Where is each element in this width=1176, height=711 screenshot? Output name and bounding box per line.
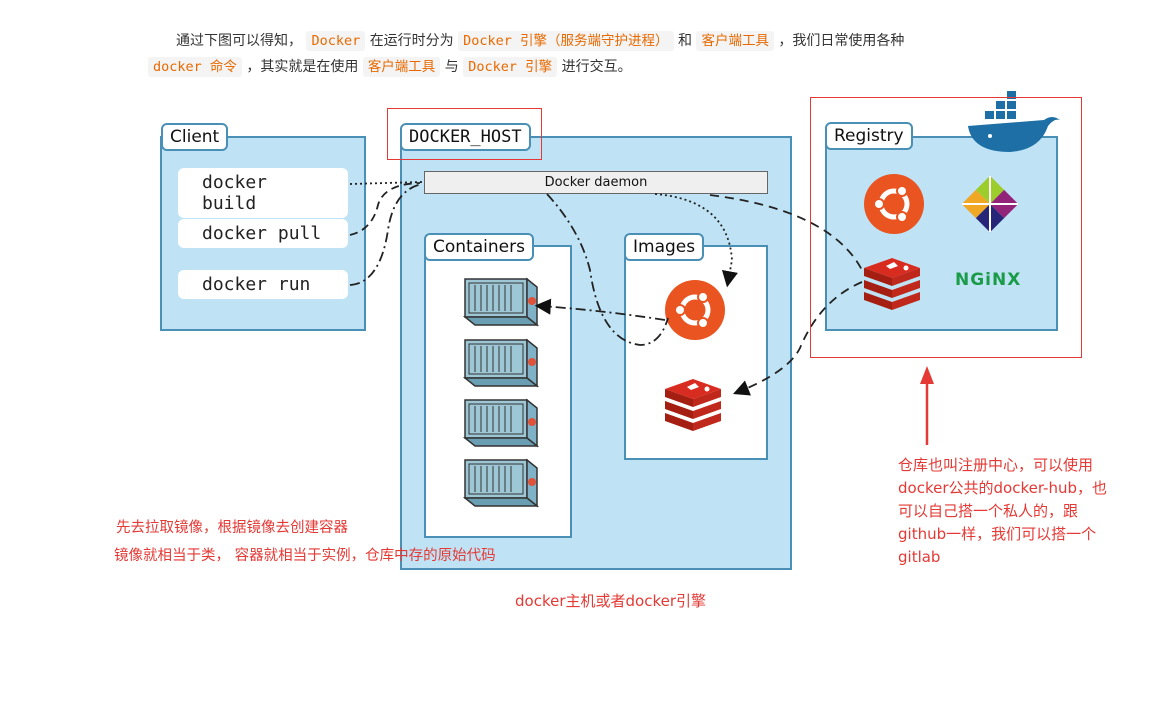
intro-text: 通过下图可以得知， (176, 33, 302, 49)
intro-line-2: docker 命令 ，其实就是在使用 客户端工具 与 Docker 引擎 进行交… (148, 54, 1108, 80)
intro-text: 在运行时分为 (369, 33, 454, 49)
nginx-logo: NGiNX (955, 270, 1022, 290)
docker-host-highlight-box (387, 108, 542, 160)
build-to-image-arrow (654, 193, 738, 288)
intro-text: ，其实就是在使用 (246, 59, 359, 75)
intro-line-1: 通过下图可以得知， Docker 在运行时分为 Docker 引擎（服务端守护进… (148, 28, 1108, 54)
container-icon (464, 459, 538, 507)
command-docker-run: docker run (178, 270, 348, 299)
inline-code: 客户端工具 (696, 31, 774, 51)
client-label: Client (161, 123, 229, 151)
docker-whale-icon (968, 91, 1060, 152)
container-icon (464, 278, 538, 326)
intro-text: 和 (678, 33, 692, 49)
centos-icon (961, 175, 1019, 233)
docker-host-label: DOCKER_HOST (400, 123, 531, 151)
command-docker-pull: docker pull (178, 219, 348, 248)
annotation-right-line: gitlab (898, 548, 941, 566)
annotation-right-line: 仓库也叫注册中心，可以使用 (898, 456, 1094, 474)
intro-paragraph: 通过下图可以得知， Docker 在运行时分为 Docker 引擎（服务端守护进… (148, 28, 1108, 80)
container-icon (464, 399, 538, 447)
inline-code: Docker (306, 31, 366, 51)
annotation-right: 仓库也叫注册中心，可以使用 docker公共的docker-hub，也 可以自己… (898, 454, 1107, 569)
registry-panel (825, 136, 1058, 331)
annotation-bottom: docker主机或者docker引擎 (515, 592, 706, 610)
image-to-container-arrow (534, 298, 666, 321)
annotation-right-line: github一样，我们可以搭一个 (898, 525, 1097, 543)
run-connector (349, 183, 423, 286)
annotation-left-line-2: 镜像就相当于类， 容器就相当于实例，仓库中存的原始代码 (114, 548, 496, 564)
inline-code: 客户端工具 (362, 57, 441, 77)
run-path (546, 193, 669, 346)
docker-daemon-bar: Docker daemon (424, 171, 768, 194)
red-arrow-head (920, 366, 934, 384)
registry-label: Registry (825, 122, 913, 150)
pull-connector (349, 182, 421, 236)
registry-to-image-arrow (732, 281, 863, 396)
redis-image-icon (665, 379, 721, 431)
inline-code: docker 命令 (148, 57, 242, 77)
container-icon (464, 339, 538, 387)
inline-code: Docker 引擎 (463, 57, 558, 77)
annotation-left-line-1: 先去拉取镜像，根据镜像去创建容器 (116, 520, 348, 536)
ubuntu-image-icon (665, 280, 725, 340)
inline-code: Docker 引擎（服务端守护进程） (458, 31, 674, 51)
registry-highlight-box (810, 97, 1082, 358)
images-label: Images (624, 233, 705, 261)
annotation-right-line: 可以自己搭一个私人的，跟 (898, 502, 1079, 520)
annotation-right-line: docker公共的docker-hub，也 (898, 479, 1107, 497)
build-connector (349, 181, 423, 185)
containers-label: Containers (424, 233, 534, 261)
intro-text: ，我们日常使用各种 (778, 33, 905, 49)
intro-text: 进行交互。 (561, 59, 632, 75)
command-docker-build: docker build (178, 168, 348, 218)
intro-text: 与 (444, 59, 459, 75)
